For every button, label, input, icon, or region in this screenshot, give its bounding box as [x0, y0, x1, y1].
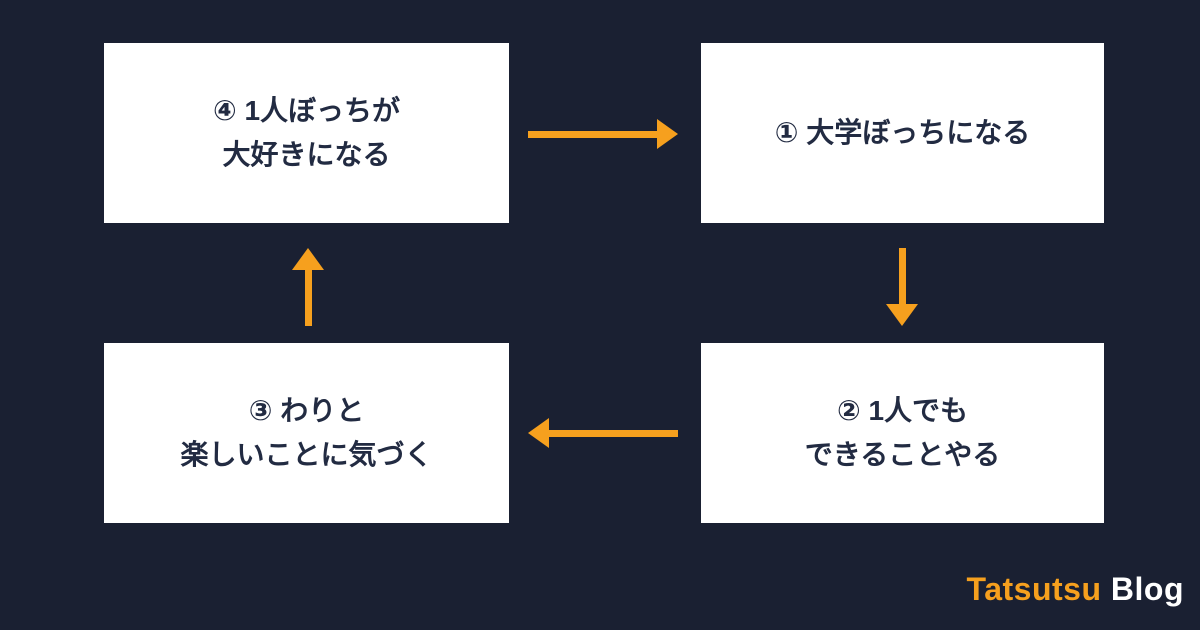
step-1-line-1: ① 大学ぼっちになる [774, 117, 1031, 148]
step-box-2: ② 1人でも できることやる [701, 343, 1104, 523]
arrow-shaft [528, 130, 657, 138]
step-box-4: ④ 1人ぼっちが 大好きになる [104, 43, 509, 223]
step-2-line-1: ② 1人でも [836, 395, 969, 426]
step-box-1: ① 大学ぼっちになる [701, 43, 1104, 223]
brand-suffix: Blog [1110, 571, 1184, 607]
step-3-line-1: ③ わりと [248, 395, 365, 426]
brand-name: Tatsutsu [966, 571, 1102, 607]
site-brand: Tatsutsu Blog [967, 571, 1184, 608]
step-2-line-2: できることやる [804, 439, 1001, 470]
step-3-line-2: 楽しいことに気づく [180, 439, 433, 470]
step-4-line-2: 大好きになる [222, 139, 391, 170]
arrow-head [528, 418, 549, 448]
arrow-up-icon [291, 248, 325, 326]
step-box-3: ③ わりと 楽しいことに気づく [104, 343, 509, 523]
arrow-head [292, 248, 324, 270]
arrow-head [657, 119, 678, 149]
arrow-shaft [549, 429, 678, 437]
arrow-shaft [898, 248, 906, 304]
arrow-right-icon [528, 118, 678, 150]
step-4-line-1: ④ 1人ぼっちが [212, 95, 401, 126]
arrow-left-icon [528, 417, 678, 449]
arrow-head [886, 304, 918, 326]
arrow-down-icon [885, 248, 919, 326]
arrow-shaft [304, 270, 312, 326]
